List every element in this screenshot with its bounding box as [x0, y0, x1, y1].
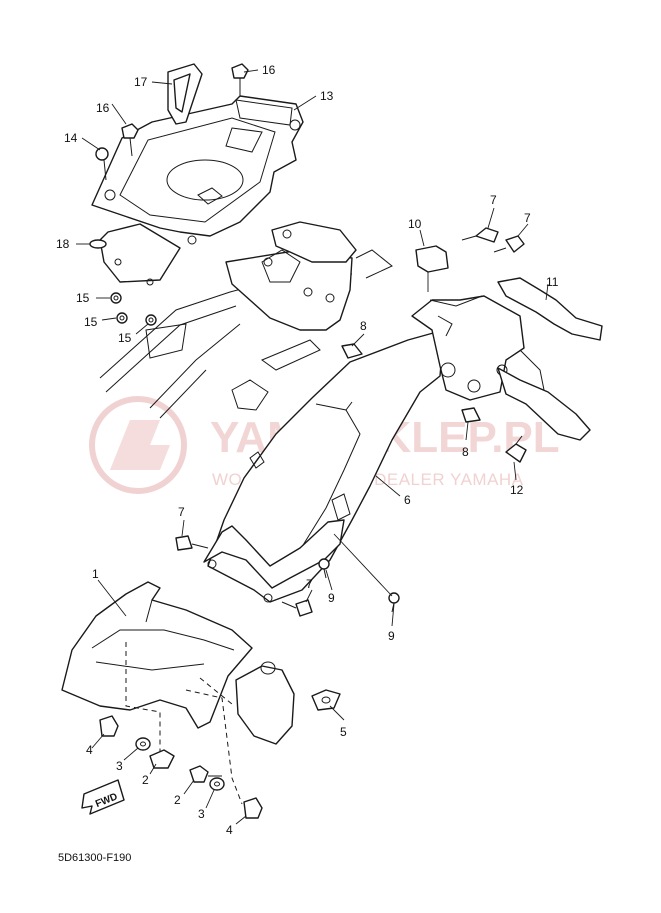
stay-11: [497, 277, 603, 341]
bolt-16-top: [231, 63, 249, 96]
rear-fender: [203, 329, 445, 603]
callout-10: 10: [408, 217, 422, 231]
callout-4-b: 4: [226, 823, 233, 837]
nut-4-b: [243, 797, 263, 819]
clip-8-a: [341, 343, 363, 359]
leader-lines: [76, 69, 549, 825]
fender-bracket: [411, 295, 591, 441]
nut-15-c: [145, 314, 157, 326]
frame-outline: [99, 221, 393, 419]
washer-3-b: [209, 777, 225, 791]
callout-15-c: 15: [118, 331, 132, 345]
bolt-2-a: [149, 749, 175, 769]
washer-3-a: [135, 737, 151, 751]
callout-14: 14: [64, 131, 78, 145]
callout-7-c: 7: [178, 505, 185, 519]
callout-9-b: 9: [388, 629, 395, 643]
screw-9-a: [318, 558, 330, 579]
callout-6: 6: [404, 493, 411, 507]
dash-guide-2: [185, 689, 243, 805]
callout-7-a: 7: [490, 193, 497, 207]
watermark-logo-mark: [110, 420, 170, 470]
callout-5: 5: [340, 725, 347, 739]
grommet-5: [311, 689, 341, 711]
callout-8-b: 8: [462, 445, 469, 459]
clip-8-b: [461, 407, 481, 423]
screw-9-b: [388, 592, 400, 613]
callout-12: 12: [510, 483, 524, 497]
nut-12: [505, 435, 527, 463]
rear-carrier-tray: [91, 95, 304, 286]
bolt-7-a: [461, 227, 499, 243]
callout-18: 18: [56, 237, 70, 251]
bolt-7-d: [281, 599, 313, 617]
bolt-7-b: [493, 235, 525, 253]
callout-1: 1: [92, 567, 99, 581]
diagram-code: 5D61300-F190: [58, 852, 131, 864]
dash-guide-1: [125, 642, 161, 756]
front-fender: [61, 581, 295, 745]
callout-16-left: 16: [96, 101, 110, 115]
callout-9-a: 9: [328, 591, 335, 605]
callout-8-a: 8: [360, 319, 367, 333]
nut-4-a: [99, 715, 119, 737]
callout-16-top: 16: [262, 63, 276, 77]
callout-11: 11: [546, 275, 559, 289]
grab-handle: [167, 63, 203, 125]
fwd-arrow-icon: FWD: [81, 779, 125, 815]
bolt-16-left: [121, 123, 139, 157]
dash-guide-3: [199, 677, 233, 705]
callout-3-b: 3: [198, 807, 205, 821]
bolt-14: [95, 147, 109, 181]
nut-15-b: [116, 312, 128, 324]
grommet-18: [89, 239, 107, 249]
callout-13: 13: [320, 89, 334, 103]
callout-17: 17: [134, 75, 148, 89]
callout-15-b: 15: [84, 315, 98, 329]
grommet-10: [415, 245, 449, 273]
callout-3-a: 3: [116, 759, 123, 773]
bolt-7-c: [175, 535, 209, 551]
callout-15-a: 15: [76, 291, 90, 305]
callout-2-b: 2: [174, 793, 181, 807]
watermark-logo: [89, 396, 187, 494]
callout-4-a: 4: [86, 743, 93, 757]
callout-7-d: 7: [306, 577, 313, 591]
callout-2-a: 2: [142, 773, 149, 787]
bolt-2-b: [189, 765, 222, 783]
nut-15-a: [110, 292, 122, 304]
callouts: 17 16 13 16 14 18 15 15 15 7 7 10 11 8 8…: [56, 63, 559, 837]
callout-7-b: 7: [524, 211, 531, 225]
